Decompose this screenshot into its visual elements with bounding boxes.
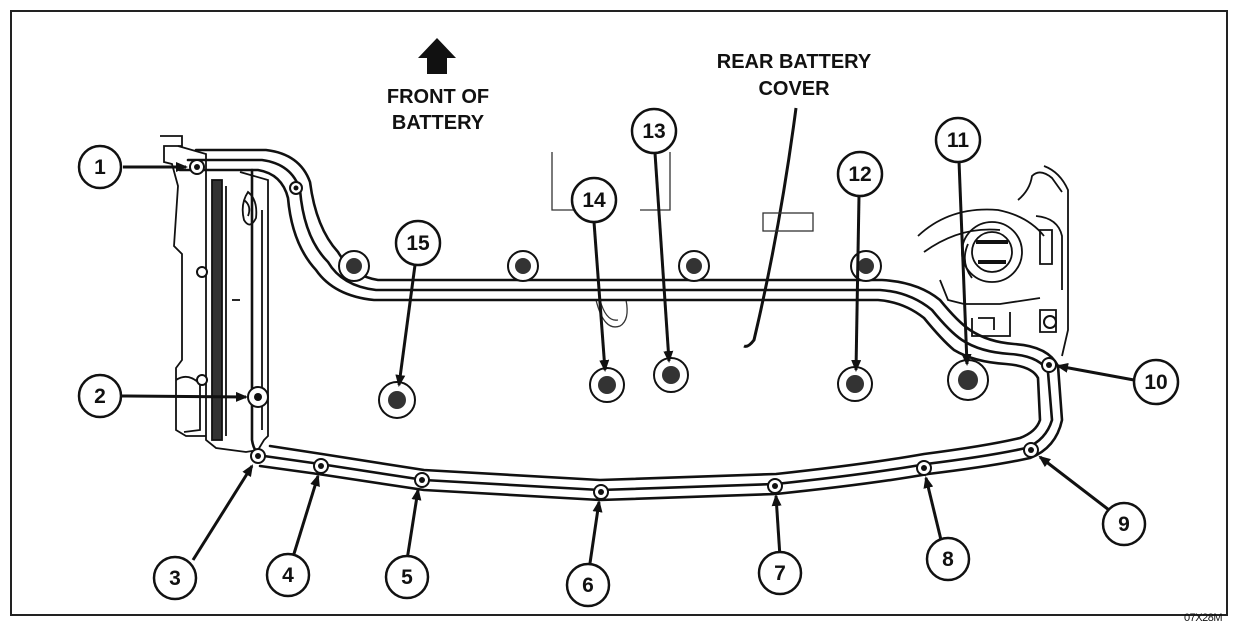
- svg-text:6: 6: [582, 574, 594, 597]
- bolt-icon: [678, 250, 710, 282]
- bolt-icon: [850, 250, 882, 282]
- svg-text:3: 3: [169, 567, 181, 590]
- bolt-icon: [378, 381, 416, 419]
- bolt-icon: [189, 159, 205, 175]
- callout-12: 12: [836, 150, 884, 198]
- callout-7: 7: [757, 550, 803, 596]
- svg-text:14: 14: [582, 189, 606, 212]
- right-mechanism: [917, 165, 1069, 357]
- callout-5: 5: [384, 554, 430, 600]
- callout-15: 15: [394, 219, 442, 267]
- svg-text:2: 2: [94, 385, 106, 408]
- callout-6: 6: [565, 562, 611, 608]
- bolt-icon: [196, 266, 208, 278]
- callout-1: 1: [77, 144, 123, 190]
- callout-3: 3: [152, 555, 198, 601]
- svg-text:15: 15: [406, 232, 430, 255]
- bolt-icon: [653, 357, 689, 393]
- svg-text:9: 9: [1118, 513, 1130, 536]
- front-of-battery-label-line2: BATTERY: [392, 112, 485, 134]
- callout-11: 11: [934, 116, 982, 164]
- bolt-icon: [196, 374, 208, 386]
- figure-code: 07X28M: [1184, 612, 1222, 624]
- svg-text:1: 1: [94, 156, 106, 179]
- svg-text:8: 8: [942, 548, 954, 571]
- leader-arrows: [121, 152, 1135, 571]
- svg-text:11: 11: [947, 129, 970, 152]
- svg-text:7: 7: [774, 562, 786, 585]
- bolt-icon: [593, 484, 609, 500]
- svg-text:12: 12: [848, 163, 871, 186]
- callout-13: 13: [630, 107, 678, 155]
- bolt-icon: [289, 181, 303, 195]
- bolt-icon: [338, 250, 370, 282]
- rear-cover-leader-line: [743, 107, 798, 348]
- svg-text:13: 13: [642, 120, 665, 143]
- callout-10: 10: [1132, 358, 1180, 406]
- diagram-frame: [10, 10, 1228, 616]
- callout-8: 8: [925, 536, 971, 582]
- callouts: 1 2 3 4 5 6 7 8 9 10 11 12 13 14 15: [77, 107, 1180, 608]
- bolt-icon: [589, 367, 625, 403]
- bolt-icon: [767, 478, 783, 494]
- svg-text:5: 5: [401, 566, 413, 589]
- bolt-icon: [1043, 315, 1057, 329]
- rear-battery-cover-label-line2: COVER: [758, 78, 830, 100]
- callout-9: 9: [1101, 501, 1147, 547]
- svg-text:4: 4: [282, 564, 294, 587]
- front-of-battery-label: FRONT OF: [387, 86, 489, 108]
- bolt-icon: [947, 359, 989, 401]
- bolt-icon: [250, 448, 266, 464]
- callout-4: 4: [265, 552, 311, 598]
- bolt-icon: [313, 458, 329, 474]
- bolt-icon: [414, 472, 430, 488]
- bolt-icon: [916, 460, 932, 476]
- svg-text:10: 10: [1144, 371, 1167, 394]
- callout-2: 2: [77, 373, 123, 419]
- perimeter-bolts: [189, 159, 1057, 500]
- bolt-icon: [1023, 442, 1039, 458]
- bolt-icon: [507, 250, 539, 282]
- rear-battery-cover-label: REAR BATTERY: [717, 51, 872, 73]
- bolt-icon: [837, 366, 873, 402]
- bolt-icon: [1041, 357, 1057, 373]
- bolt-icon: [247, 386, 269, 408]
- up-arrow-icon: [418, 38, 456, 74]
- left-bracket: [160, 135, 269, 453]
- callout-14: 14: [570, 176, 618, 224]
